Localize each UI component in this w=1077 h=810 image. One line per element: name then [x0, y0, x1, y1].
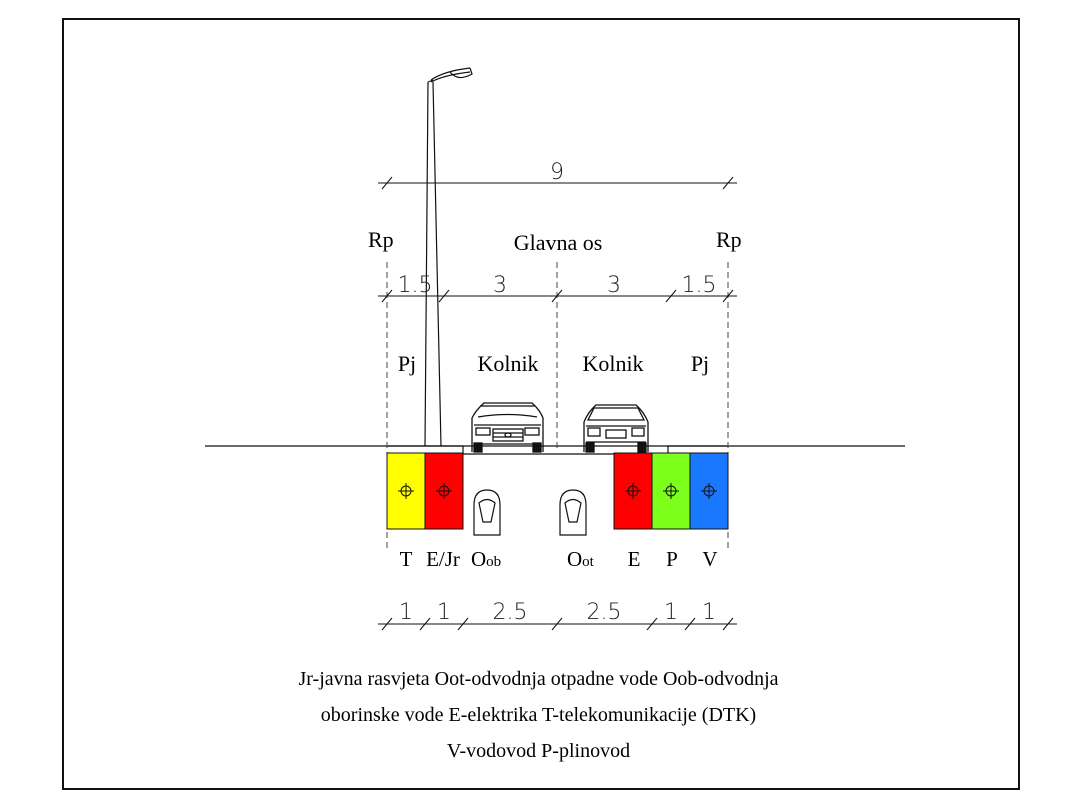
legend-line-1: Jr-javna rasvjeta Oot-odvodnja otpadne v… [298, 668, 779, 690]
rp-label-left: Rp [368, 227, 394, 252]
dim-bottom-6: 1 [702, 600, 716, 625]
dim-bottom-5: 1 [664, 600, 678, 625]
dim-bottom-1: 1 [399, 600, 413, 625]
storm-drain-pipe-icon [473, 489, 501, 536]
dim-bottom-2: 1 [437, 600, 451, 625]
dim-top-4: 1.5 [682, 273, 717, 298]
pj-label-left: Pj [398, 351, 416, 376]
kolnik-label-right: Kolnik [582, 351, 643, 376]
dim-top-1: 1.5 [398, 273, 433, 298]
pj-label-right: Pj [691, 351, 709, 376]
utility-label-t: T [400, 547, 413, 571]
dim-total: 9 [550, 160, 564, 185]
dimension-lines [378, 176, 737, 631]
street-lamp-icon [424, 67, 473, 447]
utility-label-oot: Oot [567, 547, 595, 571]
legend-line-2: oborinske vode E-elektrika T-telekomunik… [320, 704, 757, 726]
drawing-frame [62, 18, 1020, 790]
utility-label-ejr: E/Jr [426, 547, 460, 571]
kolnik-label-left: Kolnik [477, 351, 538, 376]
rp-label-right: Rp [716, 227, 742, 252]
dim-top-3: 3 [607, 273, 621, 298]
utility-label-v: V [702, 547, 717, 571]
pipe-marker-icon [398, 483, 414, 499]
dim-bottom-3: 2.5 [493, 600, 528, 625]
pipe-marker-icon [701, 483, 717, 499]
utility-label-e: E [628, 547, 641, 571]
utility-label-oob: Oob [471, 547, 501, 571]
pipe-marker-icon [625, 483, 641, 499]
utility-label-p: P [666, 547, 678, 571]
pipe-marker-icon [436, 483, 452, 499]
left-sidewalk-edge [387, 445, 464, 454]
car-rear-icon [583, 404, 649, 453]
dim-top-2: 3 [493, 273, 507, 298]
right-sidewalk-edge [667, 445, 728, 454]
legend-line-3: V-vodovod P-plinovod [446, 740, 631, 762]
dim-bottom-4: 2.5 [587, 600, 622, 625]
pipe-marker-icon [663, 483, 679, 499]
waste-drain-pipe-icon [559, 489, 587, 536]
car-front-icon [471, 402, 544, 453]
axis-label: Glavna os [514, 230, 603, 255]
